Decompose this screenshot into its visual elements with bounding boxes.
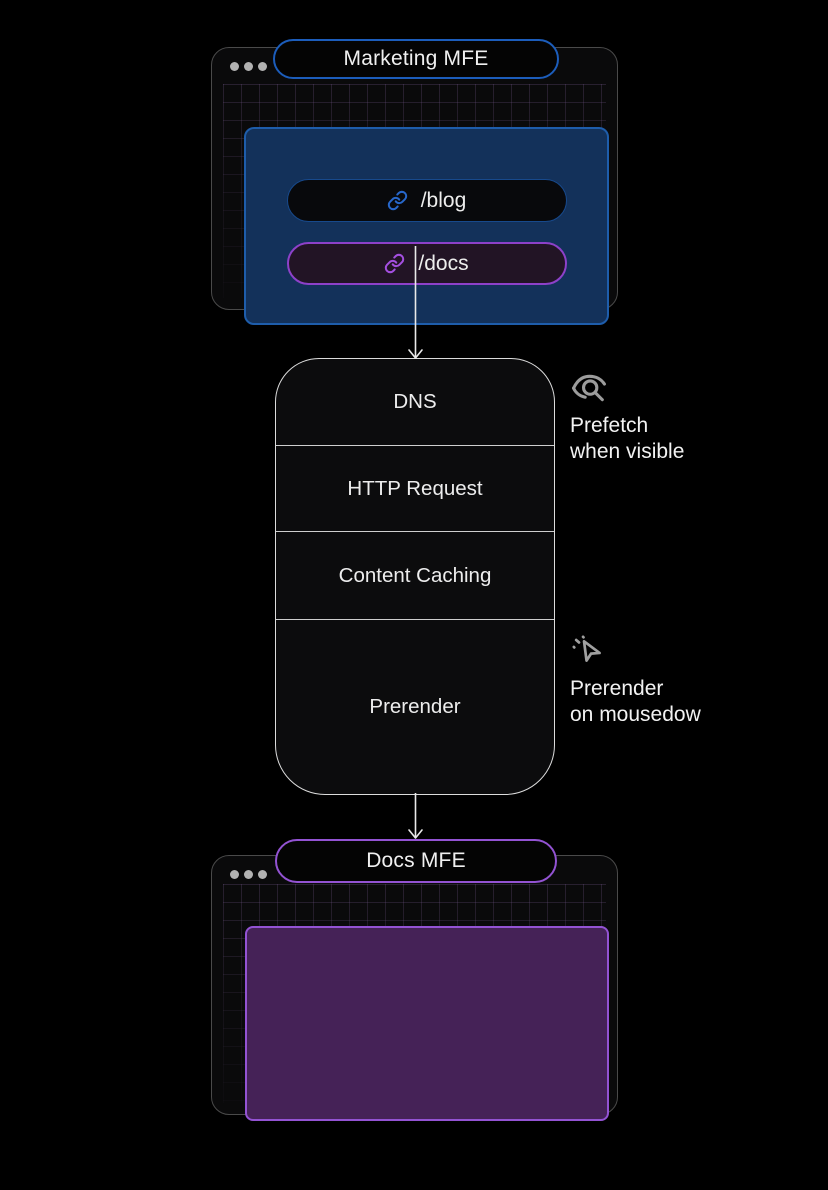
arrow-docs-to-pipeline bbox=[408, 246, 423, 359]
docs-tab: Docs MFE bbox=[275, 839, 557, 883]
prerender-annotation: Prerender on mousedow bbox=[570, 633, 780, 728]
window-dot bbox=[258, 870, 267, 879]
arrow-pipeline-to-docs bbox=[408, 793, 423, 839]
prefetch-annotation-line1: Prefetch bbox=[570, 414, 649, 437]
prefetch-annotation-text: Prefetch when visible bbox=[570, 413, 780, 465]
window-dot bbox=[230, 62, 239, 71]
pipeline-stage-content-caching: Content Caching bbox=[276, 531, 554, 619]
prerender-annotation-text: Prerender on mousedow bbox=[570, 676, 780, 728]
prefetch-annotation-line2: when visible bbox=[570, 440, 685, 463]
docs-browser-window: Docs MFE bbox=[211, 839, 618, 1121]
cursor-click-icon bbox=[570, 633, 780, 669]
docs-link[interactable]: /docs bbox=[286, 242, 567, 285]
marketing-window-content: /blog /docs bbox=[223, 84, 609, 325]
prefetch-pipeline-box: DNS HTTP Request Content Caching Prerend… bbox=[275, 358, 555, 795]
link-icon bbox=[384, 253, 405, 274]
blog-link[interactable]: /blog bbox=[286, 179, 567, 222]
window-dot bbox=[244, 62, 253, 71]
prerender-annotation-line2: on mousedow bbox=[570, 703, 701, 726]
link-icon bbox=[387, 190, 408, 211]
window-dot bbox=[244, 870, 253, 879]
pipeline-stage-http-request: HTTP Request bbox=[276, 445, 554, 531]
marketing-page-panel: /blog /docs bbox=[244, 127, 609, 325]
prefetch-annotation: Prefetch when visible bbox=[570, 368, 780, 465]
pipeline-stage-prerender: Prerender bbox=[276, 619, 554, 794]
marketing-browser-window: Marketing MFE /blog bbox=[211, 39, 618, 325]
window-dot bbox=[258, 62, 267, 71]
eye-search-icon bbox=[570, 368, 780, 406]
window-dot bbox=[230, 870, 239, 879]
docs-page-panel bbox=[245, 926, 609, 1121]
window-controls bbox=[230, 870, 267, 879]
pipeline-stage-dns: DNS bbox=[393, 390, 437, 413]
prerender-annotation-line1: Prerender bbox=[570, 677, 664, 700]
blog-link-label: /blog bbox=[420, 188, 467, 212]
marketing-tab: Marketing MFE bbox=[273, 39, 559, 79]
window-controls bbox=[230, 62, 267, 71]
docs-window-content bbox=[223, 884, 609, 1121]
docs-link-label: /docs bbox=[418, 251, 469, 275]
